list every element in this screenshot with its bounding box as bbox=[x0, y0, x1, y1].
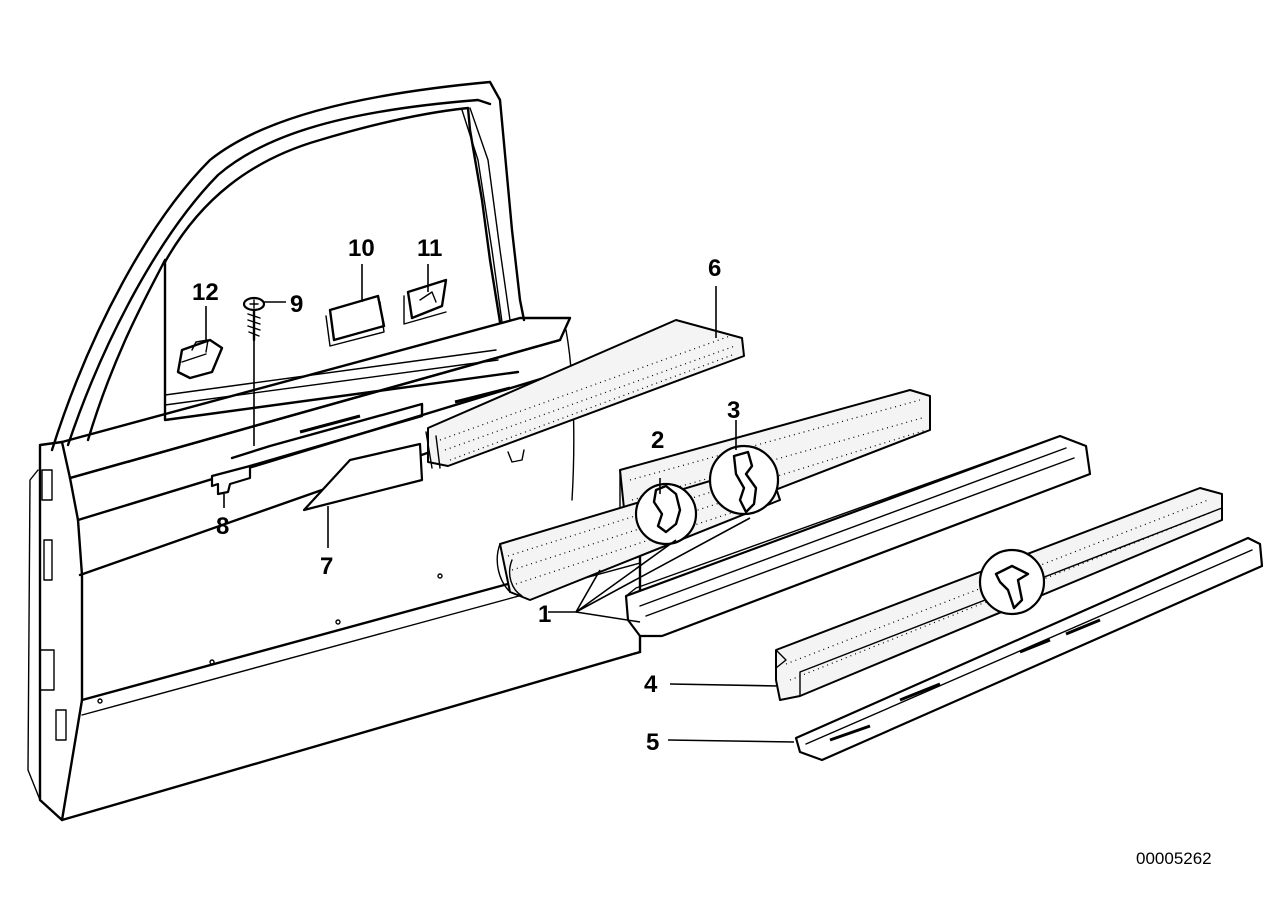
leader-lines bbox=[548, 420, 795, 743]
part-7-trim bbox=[302, 442, 424, 548]
callout-1: 1 bbox=[538, 601, 551, 628]
callout-2: 2 bbox=[651, 427, 664, 454]
callout-labels: 1 2 3 4 5 6 7 8 9 10 11 12 bbox=[192, 235, 740, 756]
part-11-bracket bbox=[403, 264, 448, 325]
callout-3: 3 bbox=[727, 397, 740, 424]
part-6-weatherstrip bbox=[425, 286, 745, 469]
callout-12: 12 bbox=[192, 279, 219, 306]
part-12-clip bbox=[176, 306, 224, 380]
part-8-channel bbox=[210, 402, 424, 508]
part-5-rocker bbox=[794, 536, 1264, 762]
door-body bbox=[27, 80, 642, 822]
callout-4: 4 bbox=[644, 671, 658, 698]
callout-11: 11 bbox=[417, 235, 442, 262]
document-number: 00005262 bbox=[1136, 849, 1212, 868]
profile-detail-circle-2 bbox=[634, 482, 698, 546]
part-10-plate bbox=[325, 264, 386, 347]
callout-9: 9 bbox=[290, 291, 303, 318]
callout-7: 7 bbox=[320, 553, 333, 580]
part-1-sill bbox=[624, 434, 1092, 638]
callout-6: 6 bbox=[708, 255, 721, 282]
profile-detail-circle-4 bbox=[978, 548, 1046, 616]
callout-5: 5 bbox=[646, 729, 659, 756]
part-9-screw bbox=[242, 296, 286, 446]
callout-10: 10 bbox=[348, 235, 375, 262]
callout-8: 8 bbox=[216, 513, 229, 540]
profile-detail-circle-3 bbox=[708, 444, 780, 516]
